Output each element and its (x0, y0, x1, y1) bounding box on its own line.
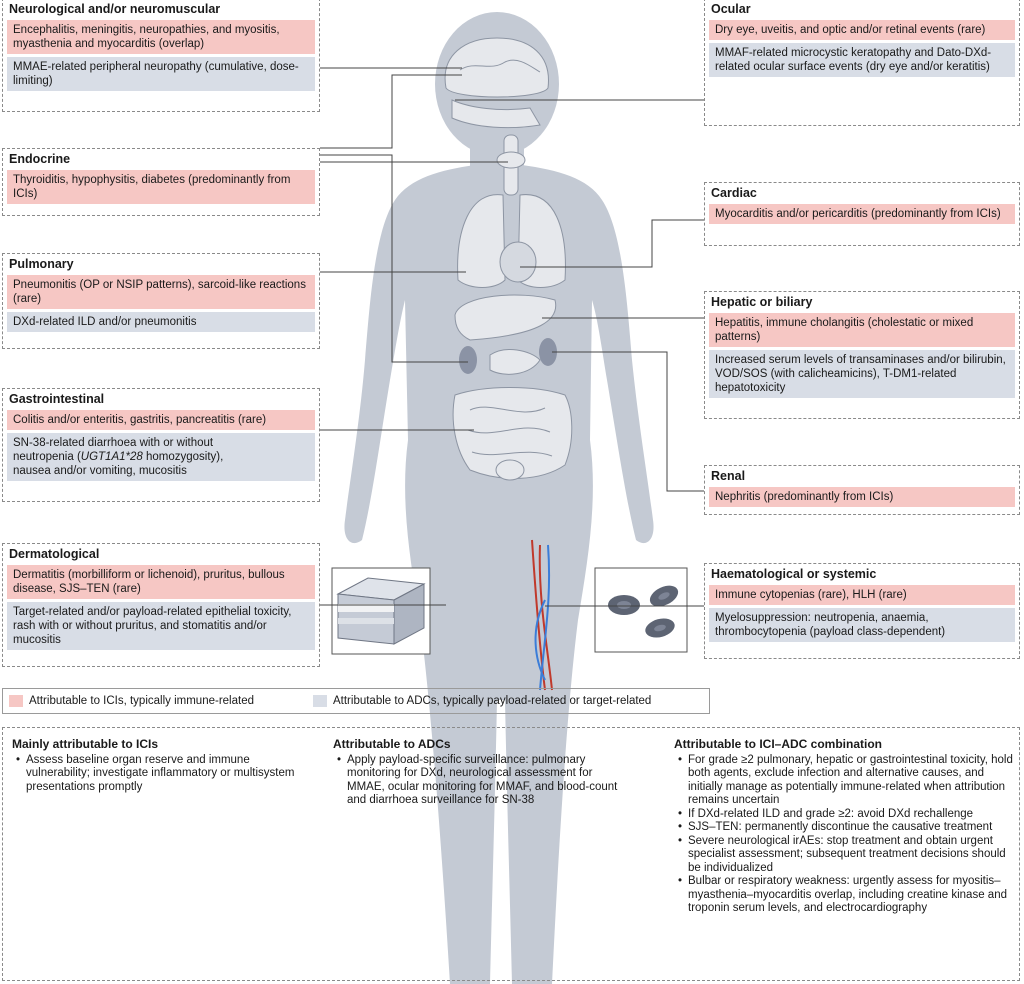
panel-title: Ocular (711, 2, 751, 16)
kidney-right-shape (539, 338, 557, 366)
panel-title: Haematological or systemic (711, 567, 877, 581)
legend-ici-label: Attributable to ICIs, typically immune-r… (29, 695, 254, 707)
panel-title: Hepatic or biliary (711, 295, 813, 309)
panel-title: Cardiac (711, 186, 757, 200)
leg-blood-vessels (531, 539, 553, 691)
leader-lines (320, 67, 704, 607)
management-ici-list: Assess baseline organ reserve and immune… (12, 754, 302, 795)
management-item: Bulbar or respiratory weakness: urgently… (678, 875, 1014, 916)
adc-text: neutropenia ( (13, 451, 81, 463)
adc-entry: DXd-related ILD and/or pneumonitis (7, 312, 315, 332)
panel-cardiac: Cardiac Myocarditis and/or pericarditis … (704, 182, 1020, 246)
adc-line: SN-38-related diarrhoea with or without (13, 437, 214, 449)
management-combo-title: Attributable to ICI–ADC combination (674, 737, 882, 751)
ici-entry: Dry eye, uveitis, and optic and/or retin… (709, 20, 1015, 40)
panel-neurological: Neurological and/or neuromuscular Enceph… (2, 0, 320, 112)
panel-pulmonary: Pulmonary Pneumonitis (OP or NSIP patter… (2, 253, 320, 349)
ici-entry: Nephritis (predominantly from ICIs) (709, 487, 1015, 507)
adc-entry: Myelosuppression: neutropenia, anaemia, … (709, 608, 1015, 642)
panel-renal: Renal Nephritis (predominantly from ICIs… (704, 465, 1020, 515)
intestines-shape (452, 387, 573, 479)
panel-endocrine: Endocrine Thyroiditis, hypophysitis, dia… (2, 148, 320, 216)
pancreas-shape (489, 349, 541, 375)
legend: Attributable to ICIs, typically immune-r… (2, 688, 710, 714)
panel-haematological: Haematological or systemic Immune cytope… (704, 563, 1020, 659)
adc-entry: Target-related and/or payload-related ep… (7, 602, 315, 650)
skin-cross-section-inset (331, 567, 431, 655)
lungs-shape (457, 194, 506, 288)
adc-line: nausea and/or vomiting, mucositis (13, 465, 187, 477)
adc-entry: SN-38-related diarrhoea with or without … (7, 433, 315, 481)
panel-title: Gastrointestinal (9, 392, 105, 406)
panel-title: Neurological and/or neuromuscular (9, 2, 221, 16)
adc-entry: Increased serum levels of transaminases … (709, 350, 1015, 398)
management-item: If DXd-related ILD and grade ≥2: avoid D… (678, 808, 1014, 822)
blood-cells-inset (594, 567, 688, 653)
legend-ici-swatch (9, 695, 23, 707)
management-item: Severe neurological irAEs: stop treatmen… (678, 835, 1014, 876)
adc-entry: MMAE-related peripheral neuropathy (cumu… (7, 57, 315, 91)
kidney-left-shape (459, 346, 477, 374)
management-ici-column: Mainly attributable to ICIs Assess basel… (12, 737, 302, 795)
ici-entry: Dermatitis (morbilliform or lichenoid), … (7, 565, 315, 599)
ici-entry: Immune cytopenias (rare), HLH (rare) (709, 585, 1015, 605)
ici-entry: Thyroiditis, hypophysitis, diabetes (pre… (7, 170, 315, 204)
adc-entry: MMAF-related microcystic keratopathy and… (709, 43, 1015, 77)
liver-shape (454, 294, 557, 341)
ici-entry: Myocarditis and/or pericarditis (predomi… (709, 204, 1015, 224)
management-section: Mainly attributable to ICIs Assess basel… (2, 727, 1020, 981)
heart-shape (499, 241, 537, 283)
panel-title: Renal (711, 469, 746, 483)
management-combo-list: For grade ≥2 pulmonary, hepatic or gastr… (674, 754, 1014, 916)
ici-entry: Encephalitis, meningitis, neuropathies, … (7, 20, 315, 54)
legend-adc-swatch (313, 695, 327, 707)
adc-line: neutropenia (UGT1A1*28 homozygosity), (13, 450, 309, 464)
panel-title: Dermatological (9, 547, 100, 561)
ici-entry: Pneumonitis (OP or NSIP patterns), sarco… (7, 275, 315, 309)
management-adc-title: Attributable to ADCs (333, 737, 451, 751)
panel-dermatological: Dermatological Dermatitis (morbilliform … (2, 543, 320, 667)
management-item: Apply payload-specific surveillance: pul… (337, 754, 633, 808)
panel-title: Endocrine (9, 152, 71, 166)
legend-adc-label: Attributable to ADCs, typically payload-… (333, 695, 652, 707)
gene-name: UGT1A1*28 (80, 451, 143, 463)
ici-entry: Colitis and/or enteritis, gastritis, pan… (7, 410, 315, 430)
panel-hepatic: Hepatic or biliary Hepatitis, immune cho… (704, 291, 1020, 419)
management-item: For grade ≥2 pulmonary, hepatic or gastr… (678, 754, 1014, 808)
panel-gastrointestinal: Gastrointestinal Colitis and/or enteriti… (2, 388, 320, 502)
panel-title: Pulmonary (9, 257, 74, 271)
adc-text: homozygosity), (142, 451, 224, 463)
ici-entry: Hepatitis, immune cholangitis (cholestat… (709, 313, 1015, 347)
management-item: SJS–TEN: permanently discontinue the cau… (678, 821, 1014, 835)
panel-ocular: Ocular Dry eye, uveitis, and optic and/o… (704, 0, 1020, 126)
brain-shape (444, 37, 549, 98)
bladder-shape (495, 459, 525, 481)
management-ici-title: Mainly attributable to ICIs (12, 737, 159, 751)
management-adc-list: Apply payload-specific surveillance: pul… (333, 754, 633, 808)
organs (444, 37, 573, 481)
management-combo-column: Attributable to ICI–ADC combination For … (674, 737, 1014, 916)
management-adc-column: Attributable to ADCs Apply payload-speci… (333, 737, 633, 808)
management-item: Assess baseline organ reserve and immune… (16, 754, 302, 795)
